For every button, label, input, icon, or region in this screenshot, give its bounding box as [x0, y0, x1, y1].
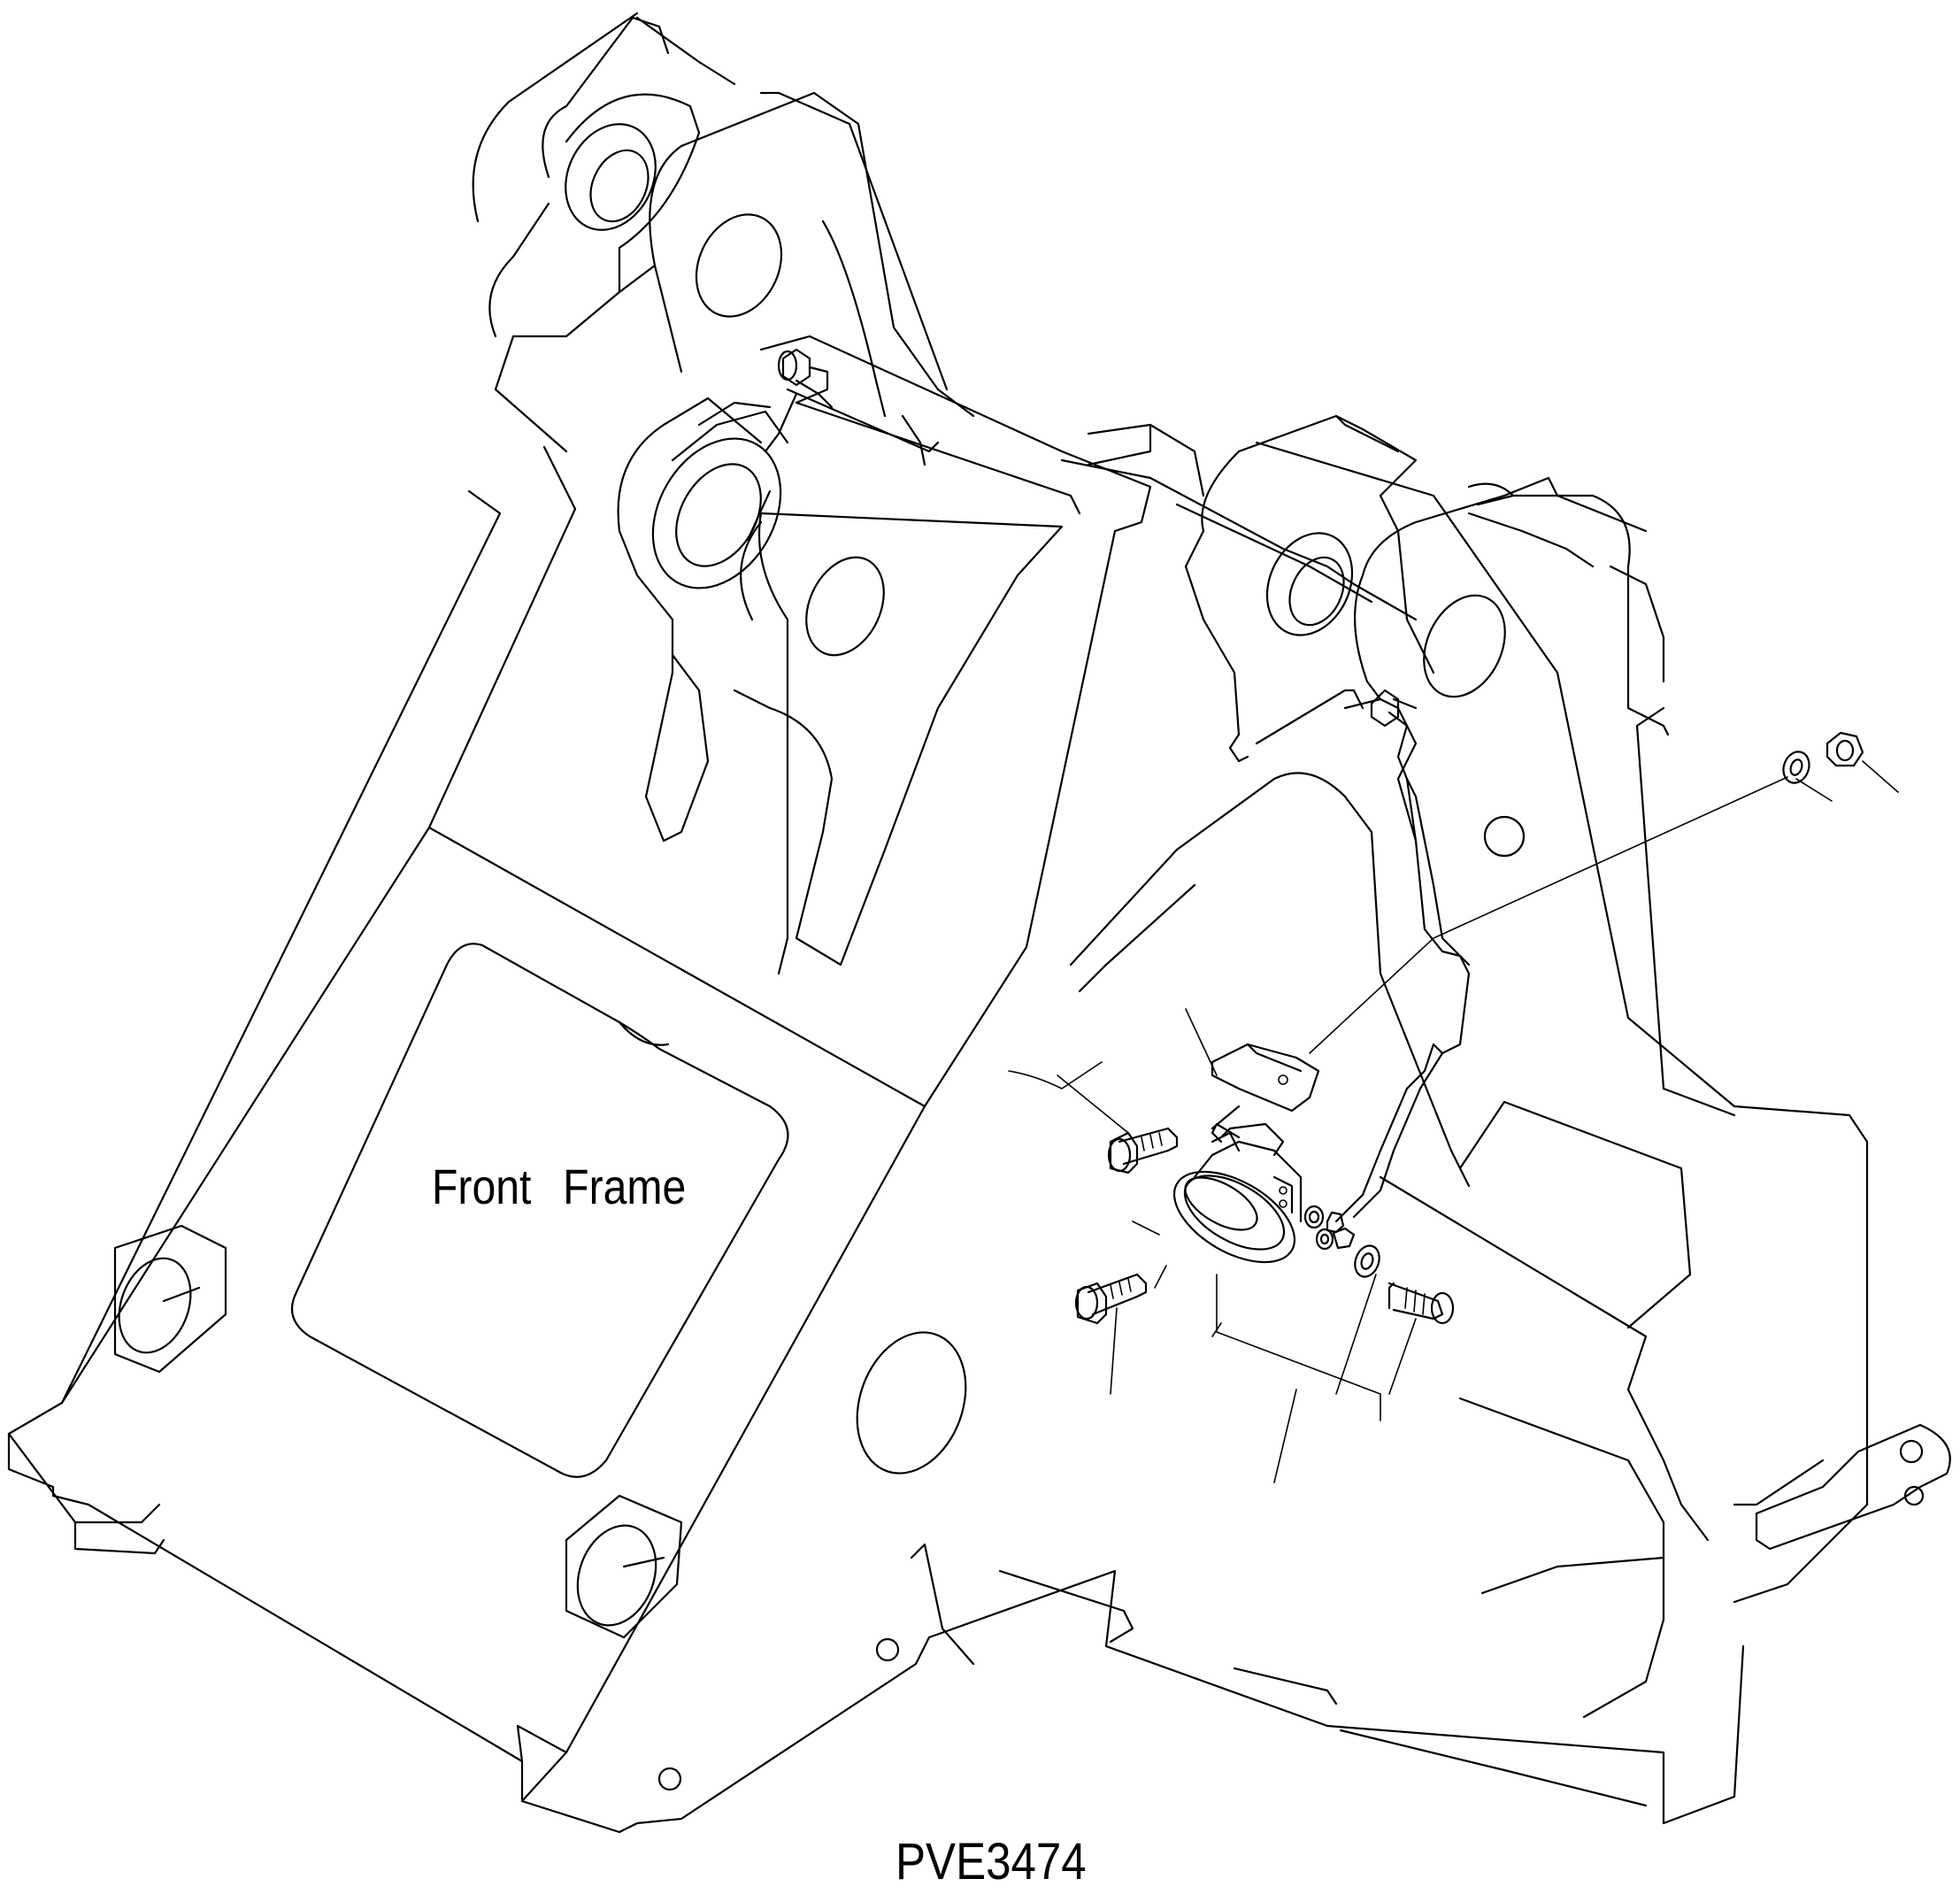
left-boom-mount-lugs	[472, 12, 1064, 975]
figure-code-label: PVE3474	[895, 1833, 1087, 1890]
right-boom-mount-lugs	[1069, 414, 1670, 1188]
leader-lines	[1008, 760, 1899, 1483]
horn-wire-harness	[1334, 689, 1471, 1223]
fasteners	[1074, 731, 1864, 1325]
front-frame-label: Front Frame	[432, 1159, 687, 1214]
upper-crossmember	[759, 335, 1418, 621]
front-frame-body	[7, 441, 1951, 1834]
horn-assembly	[1172, 1043, 1320, 1264]
